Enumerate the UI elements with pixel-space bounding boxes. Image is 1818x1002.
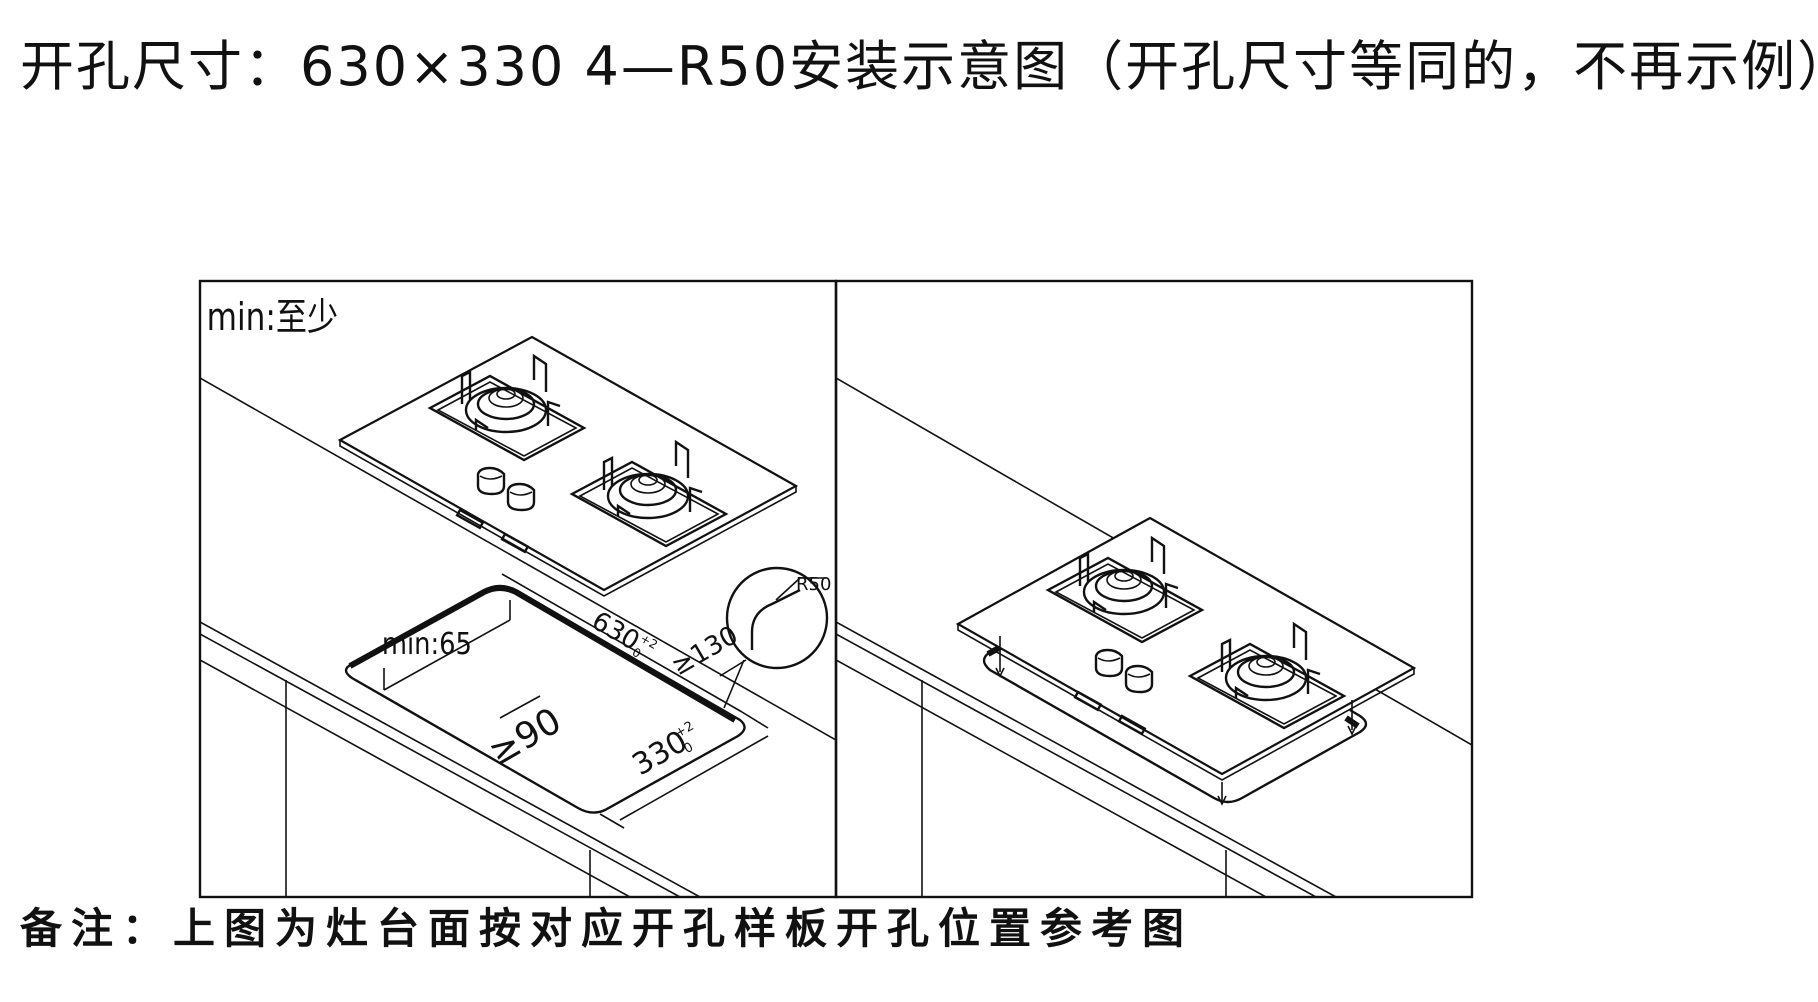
cooktop-left	[337, 335, 799, 597]
r50-detail-callout	[723, 566, 829, 709]
control-knobs-right	[1094, 648, 1154, 694]
min-label: min:至少	[207, 296, 339, 340]
burner-right-1	[569, 439, 729, 548]
cooktop-right	[955, 516, 1417, 806]
right-panel-frame	[834, 279, 1474, 899]
dimension-90: ≥90	[482, 700, 568, 773]
left-panel: min:至少 min:65 630 +2 0 ≥130 ≥90 330 +2 0…	[200, 296, 836, 897]
burner-left-1	[427, 353, 587, 462]
diagram-title: 开孔尺寸：630×330 4—R50安装示意图（开孔尺寸等同的，不再示例）	[20, 35, 1818, 98]
dimension-130: ≥130	[667, 620, 744, 682]
radius-label: R50	[796, 574, 831, 595]
min-65-label: min:65	[382, 626, 472, 661]
dimension-lines	[499, 573, 769, 829]
burner-left-2	[1045, 535, 1205, 644]
control-knobs-left	[476, 466, 536, 512]
footnote: 备注：上图为灶台面按对应开孔样板开孔位置参考图	[20, 904, 1194, 953]
right-panel	[836, 377, 1472, 897]
countertop-left	[200, 377, 836, 897]
burner-right-2	[1187, 621, 1347, 730]
cutout-opening	[344, 584, 746, 814]
